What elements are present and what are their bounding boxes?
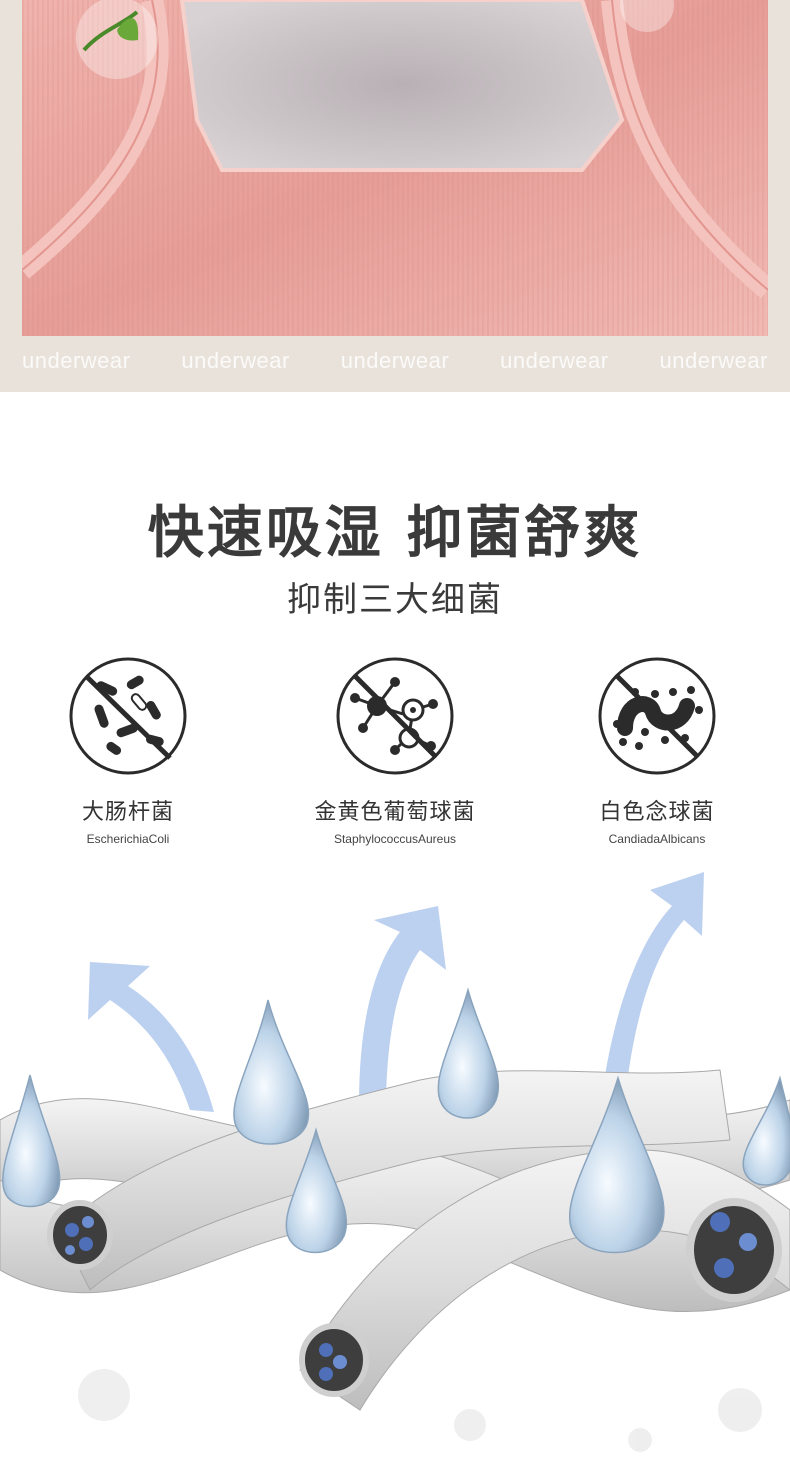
arrow-up-icon <box>359 906 446 1140</box>
candida-icon <box>598 657 716 775</box>
fiber-cross-section <box>299 1323 369 1397</box>
bacteria-name-cn: 金黄色葡萄球菌 <box>314 800 476 825</box>
bacteria-item-ecoli: 大肠杆菌 EscherichiaColi <box>8 654 248 846</box>
water-drop-icon <box>437 987 500 1119</box>
arrow-up-icon <box>600 872 704 1112</box>
bacteria-name-en: StaphylococcusAureus <box>333 832 457 846</box>
staphylococcus-icon <box>336 657 454 775</box>
bacteria-item-candida: 白色念球菌 CandiadaAlbicans <box>537 654 777 846</box>
watermark-text: underwear <box>181 348 290 373</box>
watermark-text: underwear <box>500 348 609 373</box>
bacteria-name-en: CandiadaAlbicans <box>608 832 706 846</box>
water-drop-icon <box>233 999 310 1145</box>
product-photo-section: underwear underwear underwear underwear … <box>0 0 790 392</box>
water-drop-icon <box>285 1127 348 1254</box>
water-drop-icon <box>742 1075 790 1186</box>
bacteria-name-cn: 白色念球菌 <box>599 800 715 825</box>
moisture-wicking-illustration <box>0 872 790 1452</box>
page-subtitle: 抑制三大细菌 <box>287 580 503 620</box>
bacteria-item-staphylococcus: 金黄色葡萄球菌 StaphylococcusAureus <box>275 654 515 846</box>
fiber-cross-section <box>47 1200 113 1270</box>
arrow-up-icon <box>88 962 214 1112</box>
rod-bacteria-icon <box>69 657 187 775</box>
watermark-text: underwear <box>22 348 131 373</box>
watermark-text: underwear <box>340 348 450 373</box>
water-drop-icon <box>2 1074 61 1208</box>
water-drop-icon <box>568 1075 665 1254</box>
bacteria-name-en: EscherichiaColi <box>86 832 170 846</box>
watermark-text: underwear <box>659 348 768 373</box>
fiber-cross-section <box>686 1198 782 1302</box>
page-title: 快速吸湿 抑菌舒爽 <box>147 501 643 566</box>
bacteria-name-cn: 大肠杆菌 <box>81 800 174 825</box>
underwear-fabric-image <box>22 0 768 336</box>
watermark-row: underwear underwear underwear underwear … <box>0 348 790 384</box>
